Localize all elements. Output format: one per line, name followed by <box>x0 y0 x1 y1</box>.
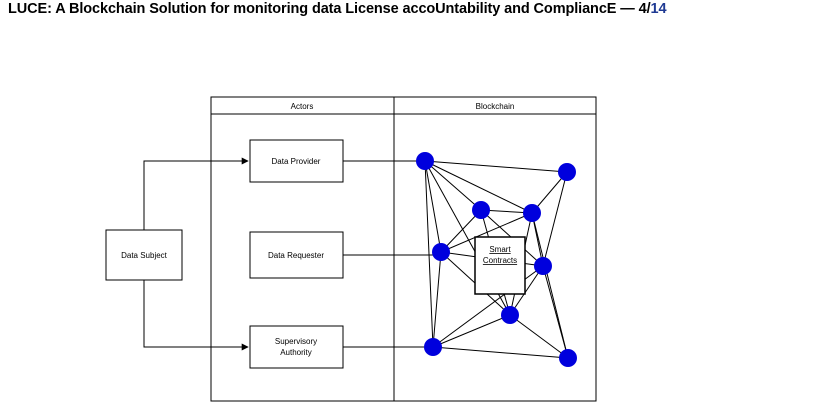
smart-contracts-box <box>474 236 526 295</box>
data-provider-label: Data Provider <box>272 157 321 166</box>
supervisory-label-line2: Authority <box>280 348 312 357</box>
network-edge <box>424 160 482 211</box>
smart-contracts-line1: Smart <box>489 245 511 254</box>
network-edge <box>440 209 482 253</box>
network-edge <box>432 251 442 348</box>
network-edge <box>509 314 569 359</box>
supervisory-authority-box <box>249 325 344 369</box>
supervisory-label-line1: Supervisory <box>275 337 317 346</box>
title-separator: — <box>616 1 639 17</box>
network-edge <box>542 265 569 359</box>
network-edge <box>424 160 434 348</box>
network-edge <box>509 265 544 316</box>
page-current: 4 <box>638 1 647 17</box>
arrow-subject-to-authority <box>143 280 249 351</box>
network-edge <box>424 160 533 214</box>
column-actors-label: Actors <box>291 102 314 111</box>
blockchain-nodes <box>416 152 577 367</box>
paper-title: LUCE: A Blockchain Solution for monitori… <box>8 1 617 17</box>
data-subject-label: Data Subject <box>121 251 168 260</box>
network-edge <box>432 314 511 348</box>
blockchain-node <box>501 306 519 324</box>
blockchain-node <box>558 163 576 181</box>
network-edge <box>432 346 569 359</box>
blockchain-node <box>534 257 552 275</box>
network-edge <box>424 160 568 173</box>
column-blockchain-label: Blockchain <box>476 102 515 111</box>
page-total: 14 <box>650 1 667 17</box>
arrow-subject-to-provider <box>143 157 249 230</box>
page-sep: / <box>646 1 651 17</box>
network-edge <box>424 160 442 253</box>
blockchain-node <box>472 201 490 219</box>
blockchain-node <box>432 243 450 261</box>
network-edge <box>531 212 569 359</box>
data-requester-box <box>249 231 344 279</box>
network-edge <box>542 171 568 267</box>
data-subject-box <box>105 229 183 281</box>
network-edge <box>440 212 533 253</box>
smart-contracts-line2: Contracts <box>483 256 517 265</box>
blockchain-node <box>523 204 541 222</box>
data-requester-label: Data Requester <box>268 251 324 260</box>
blockchain-node <box>424 338 442 356</box>
blockchain-node <box>559 349 577 367</box>
page-header: LUCE: A Blockchain Solution for monitori… <box>8 1 667 17</box>
blockchain-node <box>416 152 434 170</box>
